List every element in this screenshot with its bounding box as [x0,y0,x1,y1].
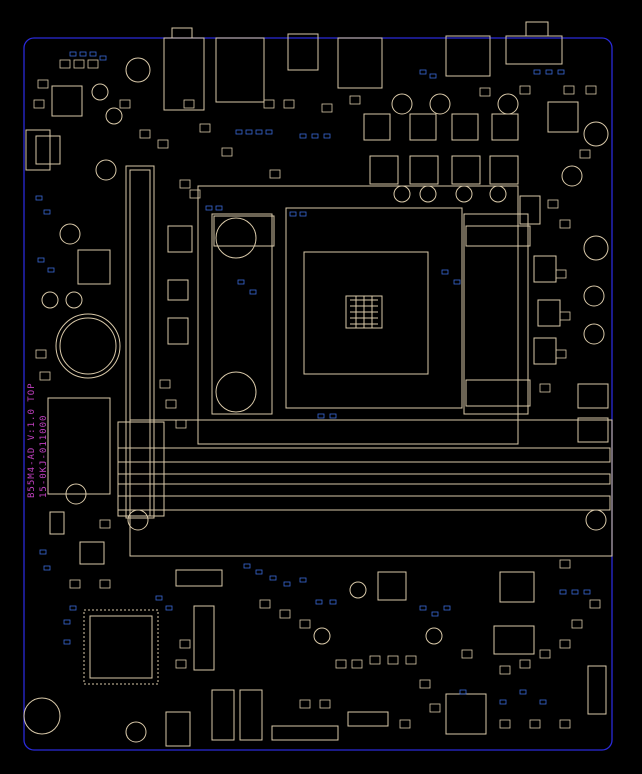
rear-io-connectors [25,21,563,171]
dimm-slots [117,419,613,557]
cpu-socket-inner [303,251,429,375]
dimm-slot-2 [117,473,611,485]
vga-connector [505,35,563,65]
vrm-components [167,113,561,365]
smd-pads [35,51,591,705]
ic-packages [47,85,609,747]
super-io-chip [47,397,111,495]
usb-connector [215,37,265,103]
cmos-battery [55,313,121,379]
chipset [89,615,153,679]
hdmi-connector [337,37,383,89]
pcie-slot-vertical [125,165,155,519]
silkscreen-labels: B55M4-AD V:1.0 TOP 15-0KJ-011000 [27,382,49,498]
passive-components [33,59,601,729]
dimm-slot-1 [117,447,611,463]
cpu-socket [197,185,531,445]
lan-connector [287,33,319,71]
board-model-label: B55M4-AD V:1.0 TOP [27,382,37,498]
round-components [23,57,609,743]
dimm-slot-3 [117,495,611,511]
board-part-number-label: 15-0KJ-011000 [39,415,49,498]
ps2-connector [163,37,205,111]
audio-connector [445,35,491,77]
